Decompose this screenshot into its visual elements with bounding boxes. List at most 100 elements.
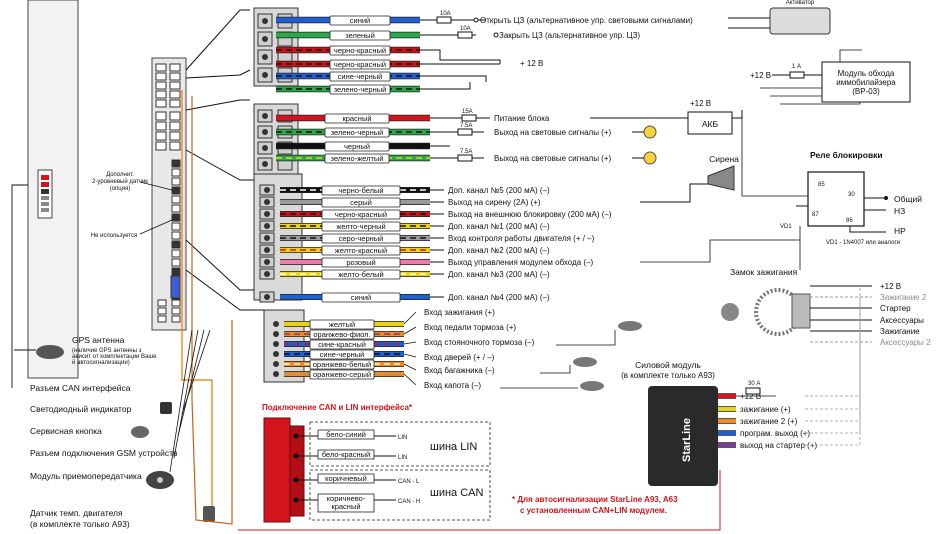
main-unit-left-panel [27,0,79,379]
pin-slot [169,111,181,121]
mid-wire-function: Вход контроля работы двигателя (+ / –) [448,234,595,243]
connector-line [420,75,487,82]
pin-slot [155,63,167,72]
power-module-note: (в комплекте только A93) [621,371,715,380]
wire-label-box [309,329,375,340]
pin-slot [171,168,181,177]
pin-slot [155,90,167,99]
pin-hole [293,433,299,439]
relay-label: Реле блокировки [810,150,883,160]
pin-slot [155,99,167,108]
pin-hole [264,199,270,205]
pin-hole [293,453,299,459]
siren-icon [707,165,735,191]
vd1-note: VD1 - 1N4007 или аналоги [826,240,900,246]
pin-slot [171,258,181,267]
bottom-wire-label: оранжево-фиол. [313,330,370,339]
pin-slot [157,299,167,307]
wire-label-box [321,245,401,256]
mid-wire-function: Выход управления модулем обхода (–) [448,258,594,267]
connector-line [185,149,254,181]
pin-hole [262,72,268,78]
pin-slot [169,141,181,151]
wire-label-box [321,221,401,232]
pin-hole [262,113,268,119]
mid-wire-function: Доп. канал №3 (200 мА) (–) [448,270,550,279]
block-power-label: Питание блока [494,114,550,123]
connector-line [556,330,616,346]
wire-label-box [309,339,375,350]
mid-wire-label: черно-красный [335,210,387,219]
lin-bus-label: шина LIN [430,441,477,453]
connector-line [403,373,417,386]
connector-line [805,331,861,446]
wire-label-box [317,429,375,440]
connector-line [540,365,571,374]
connector-line [732,110,743,119]
connector-line [185,239,254,291]
can-lin-pin: LIN [398,435,407,441]
pin-hole [262,129,268,135]
connector-line [403,353,417,358]
fuse-icon [789,71,805,79]
mid-wire-label: розовый [346,258,375,267]
ignition-lock-body [791,293,811,329]
temp-sensor-icon [203,506,215,522]
pin-hole [264,271,270,277]
battery-label: АКБ [702,119,719,129]
top-wire-label: черно-красный [334,46,386,55]
mid-wire-label: желто-черный [336,222,385,231]
hood-switch-icon [580,381,604,391]
can-lin-wire-label: бело-синий [326,430,366,439]
pin-hole [264,259,270,265]
fuse-icon [457,31,473,39]
pin-slot [171,307,181,315]
bulb-icon [643,151,657,165]
connector-line [181,90,213,506]
pin-hole [264,247,270,253]
pin-slot [169,90,181,99]
pin-hole [293,477,299,483]
gps-antenna-icon [36,345,64,359]
ignition-output-label: Аксессуары [880,316,924,325]
key-icon [721,303,739,321]
fuse-label: 15A [462,109,473,115]
not-used-label: Не используется [91,233,137,239]
fuse-icon [457,154,473,162]
power-wire-label: черный [344,142,370,151]
connector-line [420,82,471,90]
pin-slot [155,121,167,131]
pin-slot [169,99,181,108]
power-module-output: програм. выход (+) [740,429,810,438]
mid-wire-label: черно-белый [338,186,383,195]
connector-line [403,311,417,325]
connector-line [191,96,233,525]
top-wire-label: синий [350,16,370,25]
pin-slot [169,121,181,131]
door-switch-icon [573,357,597,367]
led-icon [160,402,172,414]
pin-slot [155,81,167,90]
bottom-wire-function: Вход педали тормоза (+) [424,323,516,332]
service-button-label: Сервисная кнопка [30,426,102,436]
wire-label-box [309,369,375,380]
pin-slot [155,111,167,121]
relay-pin-86: 86 [846,218,853,224]
relay-nz-label: НЗ [894,206,905,216]
connector-line [839,49,862,62]
fuse-label: 7.5A [460,123,472,129]
can-lin-pin: LIN [398,455,407,461]
mid-wire-function: Доп. канал №5 (200 мА) (–) [448,186,550,195]
pin-hole [264,187,270,193]
close-lock-label: Закрыть ЦЗ (альтернативное упр. ЦЗ) [499,31,640,40]
pin-slot [169,72,181,81]
pin-slot [169,63,181,72]
can-bus-box [309,469,491,521]
wire-label-box [321,257,401,268]
wire-label-box [329,59,391,70]
relay-pin-30: 30 [848,192,855,198]
power-module-output: выход на стартер (+) [740,441,817,450]
can-lin-title: Подключение CAN и LIN интерфейса* [262,403,413,412]
actuator-label: Активатор [786,0,815,6]
